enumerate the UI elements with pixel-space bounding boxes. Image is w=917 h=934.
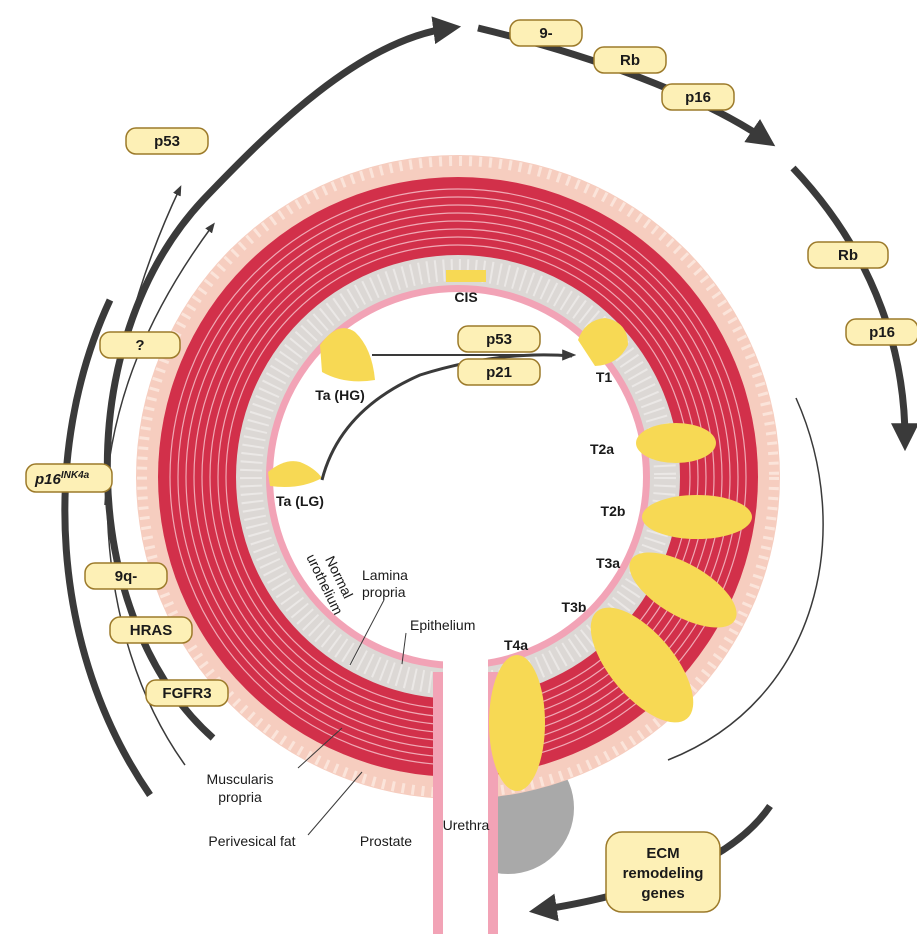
marker-9q-label: 9q- — [115, 568, 138, 585]
marker-hras-label: HRAS — [130, 622, 173, 639]
urethra-label: Urethra — [443, 817, 490, 833]
marker-rb-right-label: Rb — [838, 247, 858, 264]
marker-unknown-pill: ? — [100, 332, 180, 358]
leader-fat — [308, 772, 362, 835]
marker-p21-label: p21 — [486, 364, 512, 381]
marker-p16-right-pill: p16 — [846, 319, 917, 345]
stage-label-t4a: T4a — [504, 637, 528, 653]
marker-p21-pill: p21 — [458, 359, 540, 385]
marker-rb-top-pill: Rb — [594, 47, 666, 73]
marker-9q-pill: 9q- — [85, 563, 167, 589]
marker-p53-center-pill: p53 — [458, 326, 540, 352]
urethra-wall-left — [433, 672, 443, 934]
outer-pathway-arrow-right — [793, 168, 905, 440]
cis-lesion — [446, 270, 486, 282]
muscularis-label-line2: propria — [218, 789, 262, 805]
marker-unknown-label: ? — [135, 337, 144, 354]
marker-rb-top-label: Rb — [620, 52, 640, 69]
marker-9-label: 9- — [539, 25, 552, 42]
marker-p16-top-label: p16 — [685, 89, 711, 106]
stage-label-t3b: T3b — [562, 599, 587, 615]
stage-label-cis: CIS — [454, 289, 477, 305]
ecm-label-line2: remodeling — [623, 865, 704, 882]
marker-p16ink4a-base: p16 — [34, 471, 62, 488]
prostate-label: Prostate — [360, 833, 412, 849]
muscularis-label-line1: Muscularis — [207, 771, 274, 787]
stage-label-t2b: T2b — [601, 503, 626, 519]
marker-p16-right-label: p16 — [869, 324, 895, 341]
stage-label-ta-lg: Ta (LG) — [276, 493, 324, 509]
marker-p53-left-label: p53 — [154, 133, 180, 150]
stage-label-ta-hg: Ta (HG) — [315, 387, 365, 403]
marker-p53-center-label: p53 — [486, 331, 512, 348]
tumor-t2b — [642, 495, 752, 539]
marker-hras-pill: HRAS — [110, 617, 192, 643]
ecm-remodeling-genes-pill: ECM remodeling genes — [606, 832, 720, 912]
ecm-label-line3: genes — [641, 885, 684, 902]
marker-9-pill: 9- — [510, 20, 582, 46]
lamina-propria-label-line2: propria — [362, 584, 406, 600]
tumor-t2a — [636, 423, 716, 463]
marker-p16ink4a-sup: INK4a — [61, 470, 90, 481]
stage-label-t3a: T3a — [596, 555, 620, 571]
perivesical-fat-label: Perivesical fat — [208, 833, 295, 849]
urethra-opening — [443, 640, 488, 880]
epithelium-label: Epithelium — [410, 617, 475, 633]
marker-p16-top-pill: p16 — [662, 84, 734, 110]
marker-p53-left-pill: p53 — [126, 128, 208, 154]
outer-pathway-arrow-far-left — [65, 300, 150, 795]
marker-fgfr3-pill: FGFR3 — [146, 680, 228, 706]
lamina-propria-label-line1: Lamina — [362, 567, 408, 583]
marker-rb-right-pill: Rb — [808, 242, 888, 268]
tumor-t4a — [489, 655, 545, 791]
stage-label-t2a: T2a — [590, 441, 614, 457]
stage-label-t1: T1 — [596, 369, 613, 385]
ecm-label-line1: ECM — [646, 845, 679, 862]
marker-fgfr3-label: FGFR3 — [162, 685, 211, 702]
marker-p16ink4a-pill: p16INK4a — [26, 464, 112, 492]
